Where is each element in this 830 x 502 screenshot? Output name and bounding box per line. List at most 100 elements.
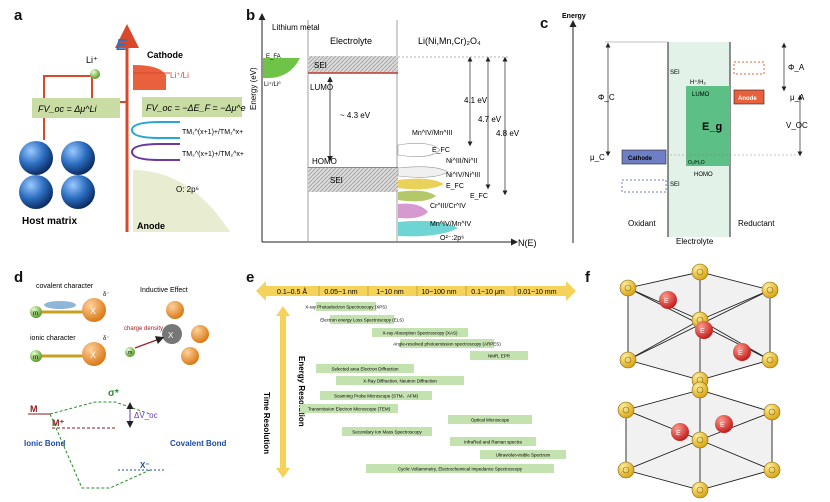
dvoc-label: ΔV_oc bbox=[134, 411, 158, 420]
host-matrix-label: Host matrix bbox=[22, 216, 77, 227]
m3: m bbox=[128, 350, 132, 356]
inductive-atom-bottom bbox=[181, 347, 199, 365]
x-level-label: X⁻ bbox=[140, 461, 150, 470]
mn-label: Mn^IV/Mn^III bbox=[412, 130, 452, 137]
sei-bottom-c: SEI bbox=[670, 182, 680, 188]
gold-atom-ring bbox=[624, 356, 632, 364]
mn2-lobe bbox=[398, 220, 458, 237]
gold-atom-ring bbox=[622, 406, 630, 414]
gold-atom-ring bbox=[696, 486, 704, 494]
gold-atom bbox=[691, 263, 709, 281]
efa-label: E_FA bbox=[266, 54, 281, 60]
inductive-label: Inductive Effect bbox=[140, 287, 188, 294]
technique-label: NMR, EPR bbox=[488, 354, 511, 359]
gold-atom-ring bbox=[766, 356, 774, 364]
li-ion-label: Li⁺ bbox=[86, 55, 98, 65]
technique-label: Optical Microscope bbox=[471, 418, 510, 423]
red-atom bbox=[659, 291, 677, 309]
cr2-lobe bbox=[398, 203, 428, 219]
b-electrolyte-label: Electrolyte bbox=[330, 36, 372, 46]
gold-atom-ring bbox=[768, 466, 776, 474]
gold-atom bbox=[691, 381, 709, 399]
host-sphere bbox=[19, 141, 53, 175]
e-label-3: E bbox=[738, 350, 743, 357]
panel-f: f E E E E E bbox=[585, 263, 781, 499]
sei-top bbox=[308, 56, 398, 73]
charge-density-label: charge density bbox=[124, 326, 163, 332]
e-label-4: E bbox=[676, 430, 681, 437]
homo-label: HOMO bbox=[312, 157, 337, 166]
gold-atom bbox=[763, 461, 781, 479]
anode-ghost bbox=[733, 61, 765, 75]
c-energy-label: Energy bbox=[562, 13, 586, 20]
gold-atom bbox=[761, 351, 779, 369]
phi-c-label: Φ_C bbox=[598, 93, 615, 102]
technique-bar bbox=[366, 464, 554, 473]
x2: X bbox=[90, 350, 96, 360]
efc1: E_FC bbox=[432, 147, 450, 154]
tm1-label: TM₁^(x+1)+/TM₁^x+ bbox=[182, 129, 243, 136]
h-couple: H⁺/H₂ bbox=[690, 79, 707, 86]
technique-bar bbox=[316, 302, 376, 311]
technique-bar bbox=[342, 427, 432, 436]
o2-couple: O₂/H₂O bbox=[688, 160, 705, 166]
technique-label: Angle-resolved photoemission spectroscop… bbox=[393, 342, 501, 347]
tm2-lobe bbox=[131, 143, 180, 161]
gap-label: ~ 4.3 eV bbox=[340, 111, 371, 120]
host-spheres bbox=[19, 141, 95, 209]
scale-arrow bbox=[256, 281, 576, 301]
gold-atom bbox=[761, 281, 779, 299]
oxidant-label: Oxidant bbox=[628, 219, 656, 228]
technique-bar bbox=[300, 404, 398, 413]
m1: m bbox=[33, 311, 38, 317]
x-atom-1 bbox=[82, 298, 106, 322]
ni2-lobe bbox=[398, 178, 444, 190]
technique-label: Ultraviolet-visible Spectrum bbox=[496, 453, 551, 458]
mu-a-label: μ_A bbox=[790, 93, 805, 102]
cathode-box bbox=[621, 149, 667, 165]
gold-atom bbox=[691, 431, 709, 449]
panel-label-a: a bbox=[14, 7, 23, 24]
energy-resolution-label: Energy Resolution bbox=[297, 356, 306, 427]
inductive-atom-right bbox=[191, 325, 209, 343]
gold-atom-ring bbox=[696, 436, 704, 444]
gold-atoms-bottom bbox=[617, 381, 781, 499]
m-atom-1 bbox=[30, 306, 42, 318]
inductive-center bbox=[162, 324, 182, 344]
o2p-region bbox=[133, 170, 230, 232]
ionic-bond-label: Ionic Bond bbox=[24, 439, 65, 448]
panel-label-e: e bbox=[246, 269, 254, 286]
cathode-formula: Li(Ni,Mn,Cr)₂O₄ bbox=[418, 36, 481, 46]
gold-atom bbox=[619, 279, 637, 297]
panel-d: d covalent character m X δ⁻ ionic charac… bbox=[14, 269, 227, 489]
gold-atom bbox=[617, 401, 635, 419]
delta2: δ⁻ bbox=[103, 336, 110, 342]
gold-atom bbox=[619, 351, 637, 369]
eq-left-box bbox=[32, 98, 120, 118]
technique-bar bbox=[480, 450, 566, 459]
ionic-label: ionic character bbox=[30, 335, 76, 342]
technique-label: Scanning Probe Microscope (STM、AFM) bbox=[334, 394, 419, 399]
v3-label: 4.8 eV bbox=[496, 129, 520, 138]
b-x-label: N(E) bbox=[518, 238, 537, 248]
o2p-b-label: O²⁻:2p⁶ bbox=[440, 235, 464, 242]
gold-atom-ring bbox=[696, 268, 704, 276]
delta1: δ⁻ bbox=[103, 292, 110, 298]
technique-label: InfraRed and Raman spectra bbox=[464, 440, 522, 445]
e-axis-label: E bbox=[116, 37, 128, 54]
technique-bar bbox=[316, 364, 414, 373]
panel-label-b: b bbox=[246, 7, 255, 24]
v1-label: 4.1 eV bbox=[464, 96, 488, 105]
gold-atom-ring bbox=[768, 408, 776, 416]
v2-label: 4.7 eV bbox=[478, 115, 502, 124]
phi-a-label: Φ_A bbox=[788, 63, 805, 72]
electrolyte-c-label: Electrolyte bbox=[676, 237, 714, 246]
technique-label: Secondary Ion Mass Spectroscopy bbox=[352, 430, 422, 435]
efc3: E_FC bbox=[470, 193, 488, 200]
sigma-label: σ* bbox=[108, 388, 119, 399]
technique-bars: X-ray Photoelectron Spectroscopy (XPS)El… bbox=[300, 302, 566, 473]
m-level-label: M bbox=[30, 404, 38, 414]
scale-label: 1~10 nm bbox=[376, 289, 404, 296]
x-atom-2 bbox=[82, 342, 106, 366]
